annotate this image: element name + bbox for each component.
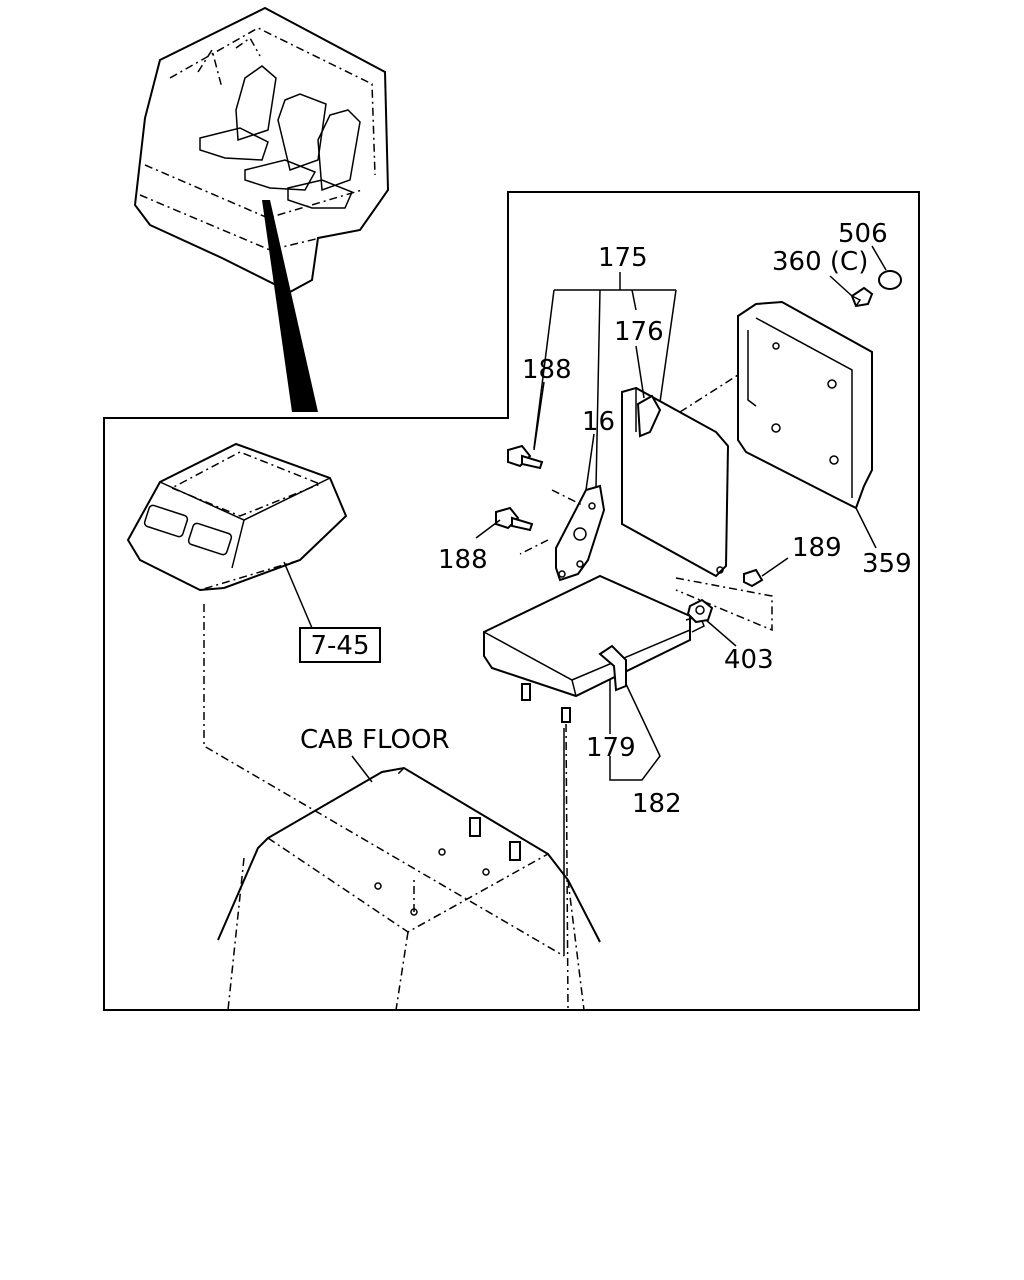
label-175: 175 [598, 243, 648, 273]
label-16: 16 [582, 407, 615, 437]
cab-overview-illustration [133, 6, 390, 412]
nut-403 [686, 598, 714, 624]
seat-cushion [483, 574, 705, 723]
label-188-lower: 188 [438, 545, 488, 575]
label-176: 176 [614, 317, 664, 347]
nut-group-outline [675, 577, 773, 632]
bolt-188-upper [507, 444, 544, 470]
label-359: 359 [862, 549, 912, 579]
label-182: 182 [632, 789, 682, 819]
label-189: 189 [792, 533, 842, 563]
detail-frame [103, 191, 920, 1011]
reference-label: 7-45 [310, 631, 369, 661]
cap-506 [878, 270, 902, 290]
nut-189 [743, 568, 764, 588]
label-179: 179 [586, 733, 636, 763]
label-360c: 360 (C) [772, 247, 868, 277]
seat-back [621, 351, 775, 578]
cab-floor-label: CAB FLOOR [300, 725, 450, 755]
console-box [126, 442, 348, 592]
back-cover [737, 300, 873, 510]
hinge-bracket [519, 484, 606, 582]
leader-lines [475, 245, 887, 781]
bolt-188-lower [495, 506, 534, 532]
label-403: 403 [724, 645, 774, 675]
label-188-upper: 188 [522, 355, 572, 385]
reference-7-45[interactable]: 7-45 [283, 561, 381, 663]
alignment-lines [203, 604, 569, 1011]
cab-floor: CAB FLOOR [217, 725, 601, 1011]
callout-labels: 175 176 188 16 188 506 360 (C) 359 189 4… [438, 219, 912, 819]
label-506: 506 [838, 219, 888, 249]
screw-360c [850, 286, 874, 308]
